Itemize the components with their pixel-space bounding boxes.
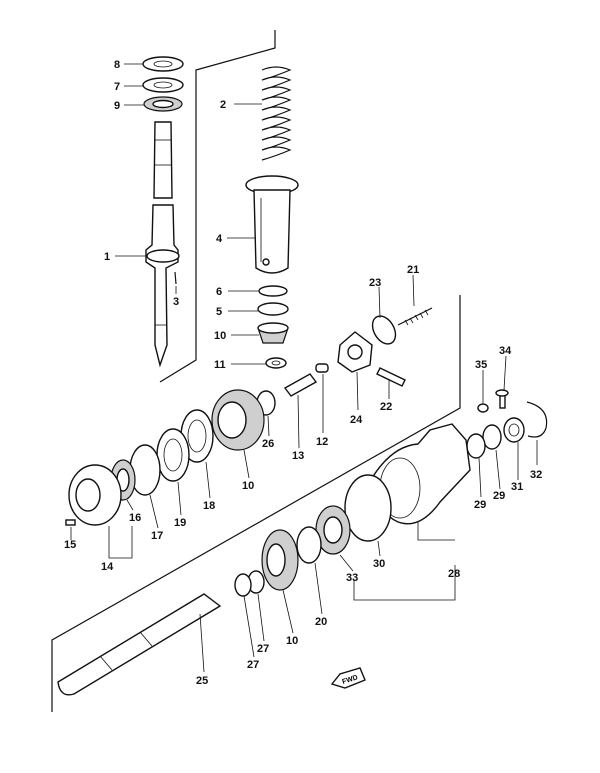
label-part-32: 32 <box>530 469 542 481</box>
label-part-31: 31 <box>511 481 523 493</box>
label-part-19: 19 <box>174 517 186 529</box>
part-34-bolt <box>495 389 509 409</box>
fwd-badge-text: FWD <box>341 674 358 686</box>
label-part-11: 11 <box>214 359 226 371</box>
label-part-30: 30 <box>373 558 385 570</box>
part-2-spring <box>261 66 292 161</box>
label-part-33: 33 <box>346 572 358 584</box>
part-21-shift-rod <box>397 307 433 326</box>
label-part-27-b: 27 <box>247 659 259 671</box>
label-part-5: 5 <box>216 306 222 318</box>
label-part-21: 21 <box>407 264 419 276</box>
label-part-10-forward: 10 <box>286 635 298 647</box>
label-part-1: 1 <box>104 251 110 263</box>
part-8-thrust-washer <box>142 56 184 72</box>
label-part-35: 35 <box>475 359 487 371</box>
part-10-forward-gear <box>261 529 299 591</box>
part-14-bearing-housing <box>68 464 122 526</box>
part-10-reverse-gear <box>211 389 265 451</box>
part-22-pin <box>376 367 406 387</box>
part-24-dog-clutch <box>337 331 373 373</box>
part-19-thrust-washer <box>156 428 190 482</box>
part-29-bearing-front <box>482 424 502 450</box>
label-part-20: 20 <box>315 616 327 628</box>
fwd-direction-badge: FWD <box>330 667 366 689</box>
label-part-25: 25 <box>196 675 208 687</box>
label-part-29-rear: 29 <box>474 499 486 511</box>
label-part-26: 26 <box>262 438 274 450</box>
part-32-circlip <box>526 401 548 438</box>
part-29-bearing-rear <box>466 433 486 459</box>
part-9-needle-bearing <box>143 96 183 112</box>
part-7-washer <box>142 77 184 93</box>
part-5-shim <box>257 302 289 316</box>
label-part-34: 34 <box>499 345 512 357</box>
part-13-shift-plunger <box>283 373 318 397</box>
label-part-28: 28 <box>448 568 460 580</box>
label-part-10-reverse: 10 <box>242 480 254 492</box>
label-part-3: 3 <box>173 296 179 308</box>
label-part-14: 14 <box>101 561 114 573</box>
assembly-frame-lines <box>51 30 461 712</box>
leader-lines <box>70 63 538 673</box>
part-27-thrust-washer-b <box>234 573 252 597</box>
label-part-7: 7 <box>114 81 120 93</box>
part-10-pinion-gear <box>257 322 289 344</box>
label-part-13: 13 <box>292 450 304 462</box>
part-labels: 8 7 9 1 3 2 4 6 5 10 11 23 21 35 34 22 2… <box>64 59 542 687</box>
part-15-key <box>65 519 76 526</box>
part-31-oil-seal <box>503 417 525 443</box>
label-part-16: 16 <box>129 512 141 524</box>
label-part-15: 15 <box>64 539 76 551</box>
label-part-27-a: 27 <box>257 643 269 655</box>
label-part-4: 4 <box>216 233 223 245</box>
label-part-12: 12 <box>316 436 328 448</box>
label-part-24: 24 <box>350 414 363 426</box>
label-part-6: 6 <box>216 286 222 298</box>
part-1-drive-shaft <box>145 121 180 368</box>
label-part-17: 17 <box>151 530 163 542</box>
part-12-pin <box>315 363 329 373</box>
part-35-washer <box>477 403 489 413</box>
label-part-9: 9 <box>114 100 120 112</box>
label-part-2: 2 <box>220 99 226 111</box>
part-6-circlip <box>258 285 288 297</box>
label-part-10-pinion: 10 <box>214 330 226 342</box>
part-4-water-tube-guide <box>245 175 299 274</box>
part-20-shim <box>296 526 322 564</box>
part-3-pin <box>174 271 177 285</box>
part-25-propeller-shaft <box>57 593 222 696</box>
label-part-18: 18 <box>203 500 215 512</box>
part-23-seal <box>371 315 397 345</box>
label-part-8: 8 <box>114 59 120 71</box>
part-11-nut <box>265 357 287 369</box>
label-part-23: 23 <box>369 277 381 289</box>
label-part-22: 22 <box>380 401 392 413</box>
part-30-o-ring <box>344 474 392 542</box>
label-part-29-front: 29 <box>493 490 505 502</box>
